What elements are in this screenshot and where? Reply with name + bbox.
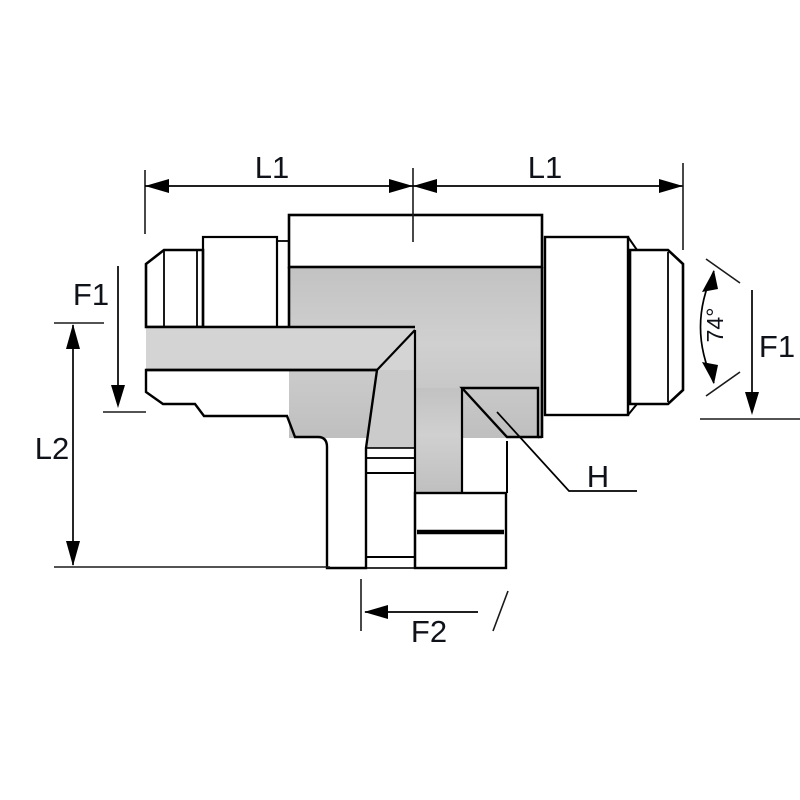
hex-top-band — [287, 213, 544, 269]
right-thread-runout — [627, 236, 638, 416]
label-f2: F2 — [411, 614, 447, 649]
branch-female-thread — [365, 472, 416, 558]
branch-port-shoulder — [365, 447, 416, 459]
left-nose-facets — [163, 251, 198, 326]
label-f1-left: F1 — [73, 277, 109, 312]
left-thread — [201, 235, 279, 329]
label-angle: 74° — [702, 308, 728, 343]
dimension-f1-left: F1 — [73, 266, 146, 413]
arrowhead-arc-bottom-icon — [702, 362, 718, 384]
right-nose — [628, 248, 685, 406]
arrowhead-down-icon — [745, 392, 759, 415]
left-undercut — [276, 240, 290, 328]
dimension-h: H — [496, 411, 637, 494]
arrowhead-down-icon — [66, 541, 80, 566]
dimension-l1-left: L1 — [144, 150, 683, 242]
arrowhead-left-icon — [364, 605, 388, 619]
dimension-l2: L2 — [35, 322, 330, 568]
dimension-l1-right: L1 — [413, 150, 684, 250]
arrowhead-center-right-icon — [389, 179, 413, 193]
arrowhead-arc-top-icon — [702, 270, 718, 292]
label-l1-left: L1 — [255, 150, 289, 185]
right-thread — [543, 235, 630, 417]
angle-tick-top — [705, 258, 741, 284]
branch-port-counterbore — [365, 457, 416, 474]
arrowhead-left-icon — [145, 179, 169, 193]
fitting-body — [144, 213, 685, 570]
label-l2: L2 — [35, 431, 69, 466]
dimension-f2: F2 — [360, 579, 509, 649]
arrowhead-down-icon — [111, 385, 125, 408]
branch-cone-zone — [366, 370, 415, 448]
hex-dark-face — [459, 386, 540, 439]
branch-port-bottom-band — [365, 556, 416, 569]
dimension-f1-right: F1 — [700, 290, 800, 420]
h-leader — [496, 411, 637, 492]
bore-section — [146, 327, 415, 370]
dimension-flare-angle: 74° — [699, 258, 741, 397]
branch-neck — [415, 388, 462, 493]
label-f1-right: F1 — [759, 329, 795, 364]
label-l1-right: L1 — [528, 150, 562, 185]
arrowhead-right-icon — [659, 179, 683, 193]
bore-chamfer-line — [376, 329, 416, 371]
left-nose — [144, 248, 205, 329]
arrowhead-up-icon — [66, 324, 80, 349]
f2-slash-mark — [492, 590, 509, 632]
arrowhead-center-left-icon — [413, 179, 437, 193]
label-h: H — [587, 459, 609, 494]
angle-tick-bottom — [705, 371, 741, 397]
dimension-annotations: L1 L1 F1 L2 F1 — [35, 150, 800, 649]
section-hatch — [144, 368, 379, 570]
